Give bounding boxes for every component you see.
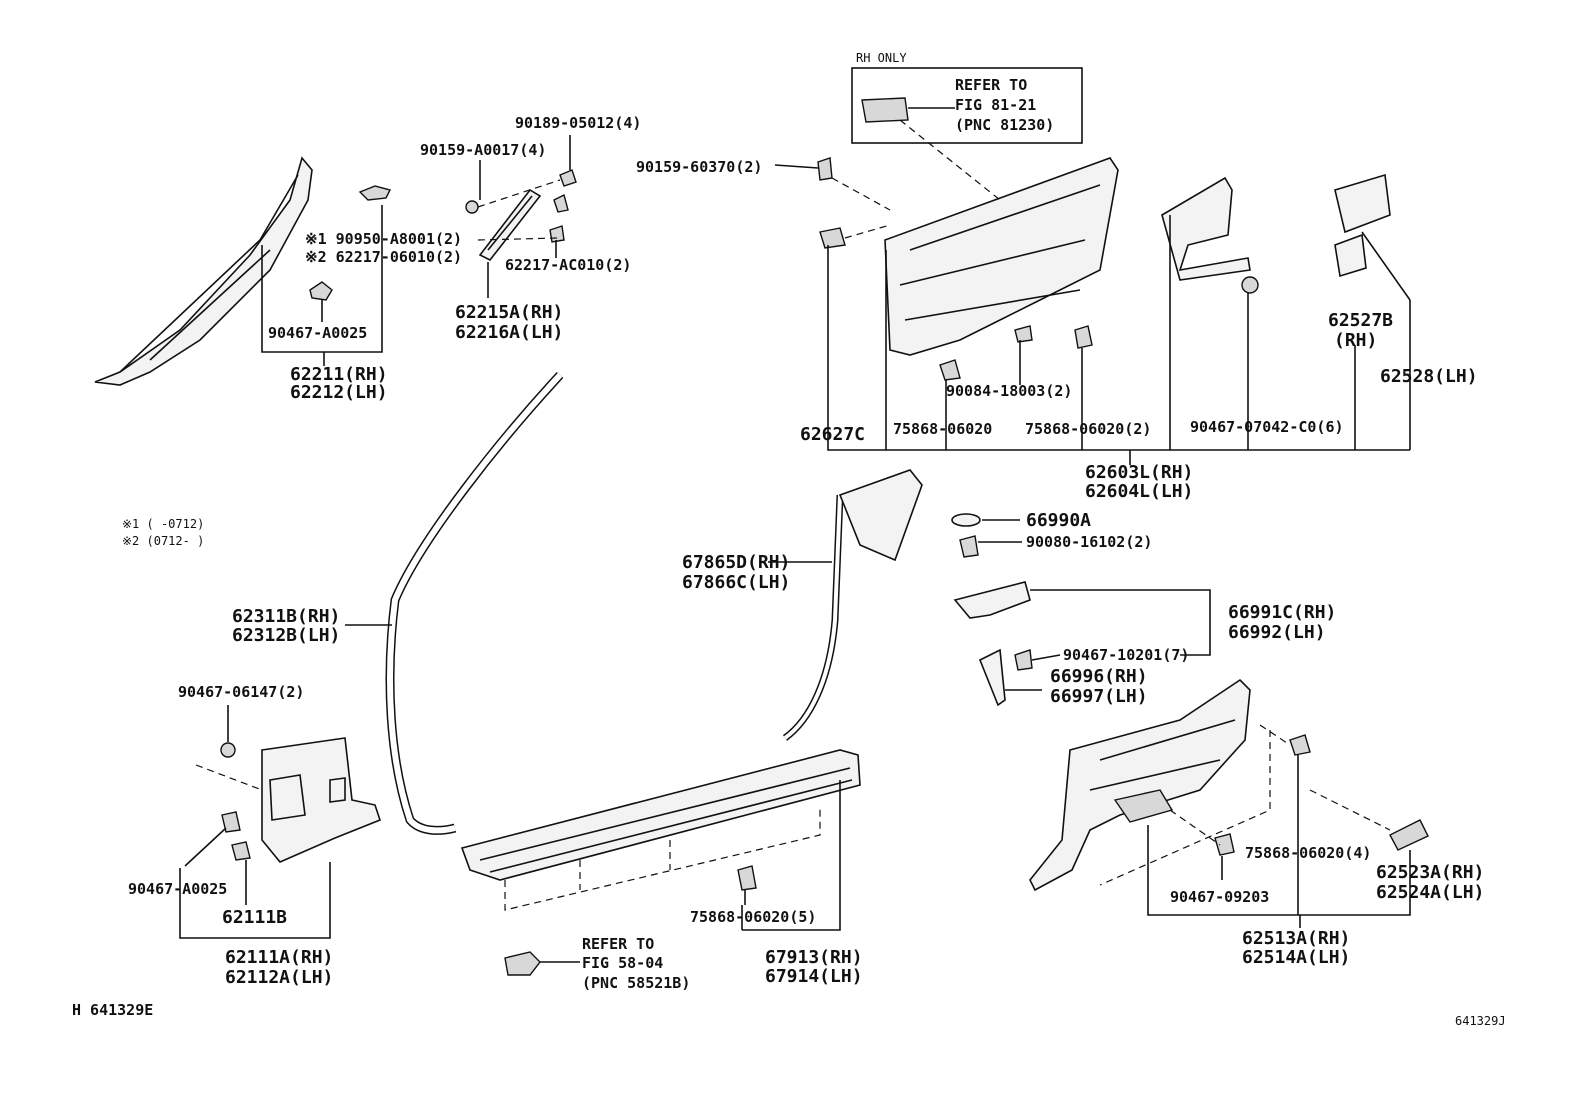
cover-62528 xyxy=(1334,173,1391,278)
label-90159-60370: 90159-60370(2) xyxy=(636,158,762,176)
label-66990: 66990A xyxy=(1026,510,1091,531)
rh-only-note: RH ONLY xyxy=(856,51,907,65)
figure-id-left: H 641329E xyxy=(72,1001,153,1019)
label-90159a: 90159-A0017(4) xyxy=(420,141,546,159)
quarter-trim-62513 xyxy=(1029,678,1429,928)
label-62527-rh: (RH) xyxy=(1334,330,1377,351)
label-62217a: ※2 62217-06010(2) xyxy=(305,248,462,266)
label-90467-06147: 90467-06147(2) xyxy=(178,683,304,701)
clip-90950 xyxy=(358,185,392,201)
refer-box-top xyxy=(851,67,1083,144)
label-66992: 66992(LH) xyxy=(1228,622,1326,643)
handle-66991 xyxy=(951,513,1211,707)
label-90084: 90084-18003(2) xyxy=(946,382,1072,400)
label-62215: 62215A(RH) xyxy=(455,302,563,323)
label-62527: 62527B xyxy=(1328,310,1393,331)
label-67914: 67914(LH) xyxy=(765,966,863,987)
label-62528: 62528(LH) xyxy=(1380,366,1478,387)
label-75868d: 75868-06020(4) xyxy=(1245,844,1371,862)
label-62627: 62627C xyxy=(800,424,865,445)
label-62217b: 62217-AC010(2) xyxy=(505,256,631,274)
label-90467-10201: 90467-10201(7) xyxy=(1063,646,1189,664)
refer-bottom-3: (PNC 58521B) xyxy=(582,974,690,992)
label-75868c: 75868-06020(5) xyxy=(690,908,816,926)
label-62514: 62514A(LH) xyxy=(1242,947,1350,968)
label-90950: ※1 90950-A8001(2) xyxy=(305,230,462,248)
label-90189: 90189-05012(4) xyxy=(515,114,641,132)
label-66991: 66991C(RH) xyxy=(1228,602,1336,623)
label-90467-a0025-top: 90467-A0025 xyxy=(268,324,367,342)
a-pillar-garnish xyxy=(94,156,313,386)
refer-bottom-2: FIG 58-04 xyxy=(582,954,663,972)
clip-90467-a0025 xyxy=(309,281,333,301)
label-62524: 62524A(LH) xyxy=(1376,882,1484,903)
note-2: ※2 (0712- ) xyxy=(122,534,204,548)
label-62112a: 62112A(LH) xyxy=(225,967,333,988)
weatherstrip-67865 xyxy=(768,469,923,741)
label-90467-a0025-bottom: 90467-A0025 xyxy=(128,880,227,898)
label-75868b: 75868-06020(2) xyxy=(1025,420,1151,438)
figure-id-right: 641329J xyxy=(1455,1014,1506,1028)
label-90467-09203: 90467-09203 xyxy=(1170,888,1269,906)
label-62216: 62216A(LH) xyxy=(455,322,563,343)
clip-58521b xyxy=(504,951,580,976)
scuff-plate-67913 xyxy=(460,749,861,931)
label-90080: 90080-16102(2) xyxy=(1026,533,1152,551)
refer-top-3: (PNC 81230) xyxy=(955,116,1054,134)
cowl-side-trim-62111 xyxy=(179,705,381,939)
label-67913: 67913(RH) xyxy=(765,947,863,968)
label-62111b: 62111B xyxy=(222,907,287,928)
refer-top-2: FIG 81-21 xyxy=(955,96,1036,114)
leader-62603 xyxy=(827,245,1410,451)
assist-grip-62215 xyxy=(465,135,577,298)
label-62311: 62311B(RH) xyxy=(232,606,340,627)
refer-bottom-1: REFER TO xyxy=(582,935,654,953)
label-66997: 66997(LH) xyxy=(1050,686,1148,707)
label-62212: 62212(LH) xyxy=(290,382,388,403)
label-66996: 66996(RH) xyxy=(1050,666,1148,687)
bracket-62527 xyxy=(1161,176,1259,294)
label-75868a: 75868-06020 xyxy=(893,420,992,438)
label-62513: 62513A(RH) xyxy=(1242,928,1350,949)
label-62603: 62603L(RH) xyxy=(1085,462,1193,483)
label-62312: 62312B(LH) xyxy=(232,625,340,646)
label-67866: 67866C(LH) xyxy=(682,572,790,593)
label-62111a: 62111A(RH) xyxy=(225,947,333,968)
refer-top-1: REFER TO xyxy=(955,76,1027,94)
leader-62211 xyxy=(261,205,383,353)
weatherstrip-62311 xyxy=(345,371,564,835)
note-1: ※1 ( -0712) xyxy=(122,517,204,531)
label-67865: 67865D(RH) xyxy=(682,552,790,573)
label-90467-07042: 90467-07042-C0(6) xyxy=(1190,418,1344,436)
label-62523: 62523A(RH) xyxy=(1376,862,1484,883)
label-62211: 62211(RH) xyxy=(290,364,388,385)
quarter-trim-62603 xyxy=(817,119,1119,381)
label-62604: 62604L(LH) xyxy=(1085,481,1193,502)
